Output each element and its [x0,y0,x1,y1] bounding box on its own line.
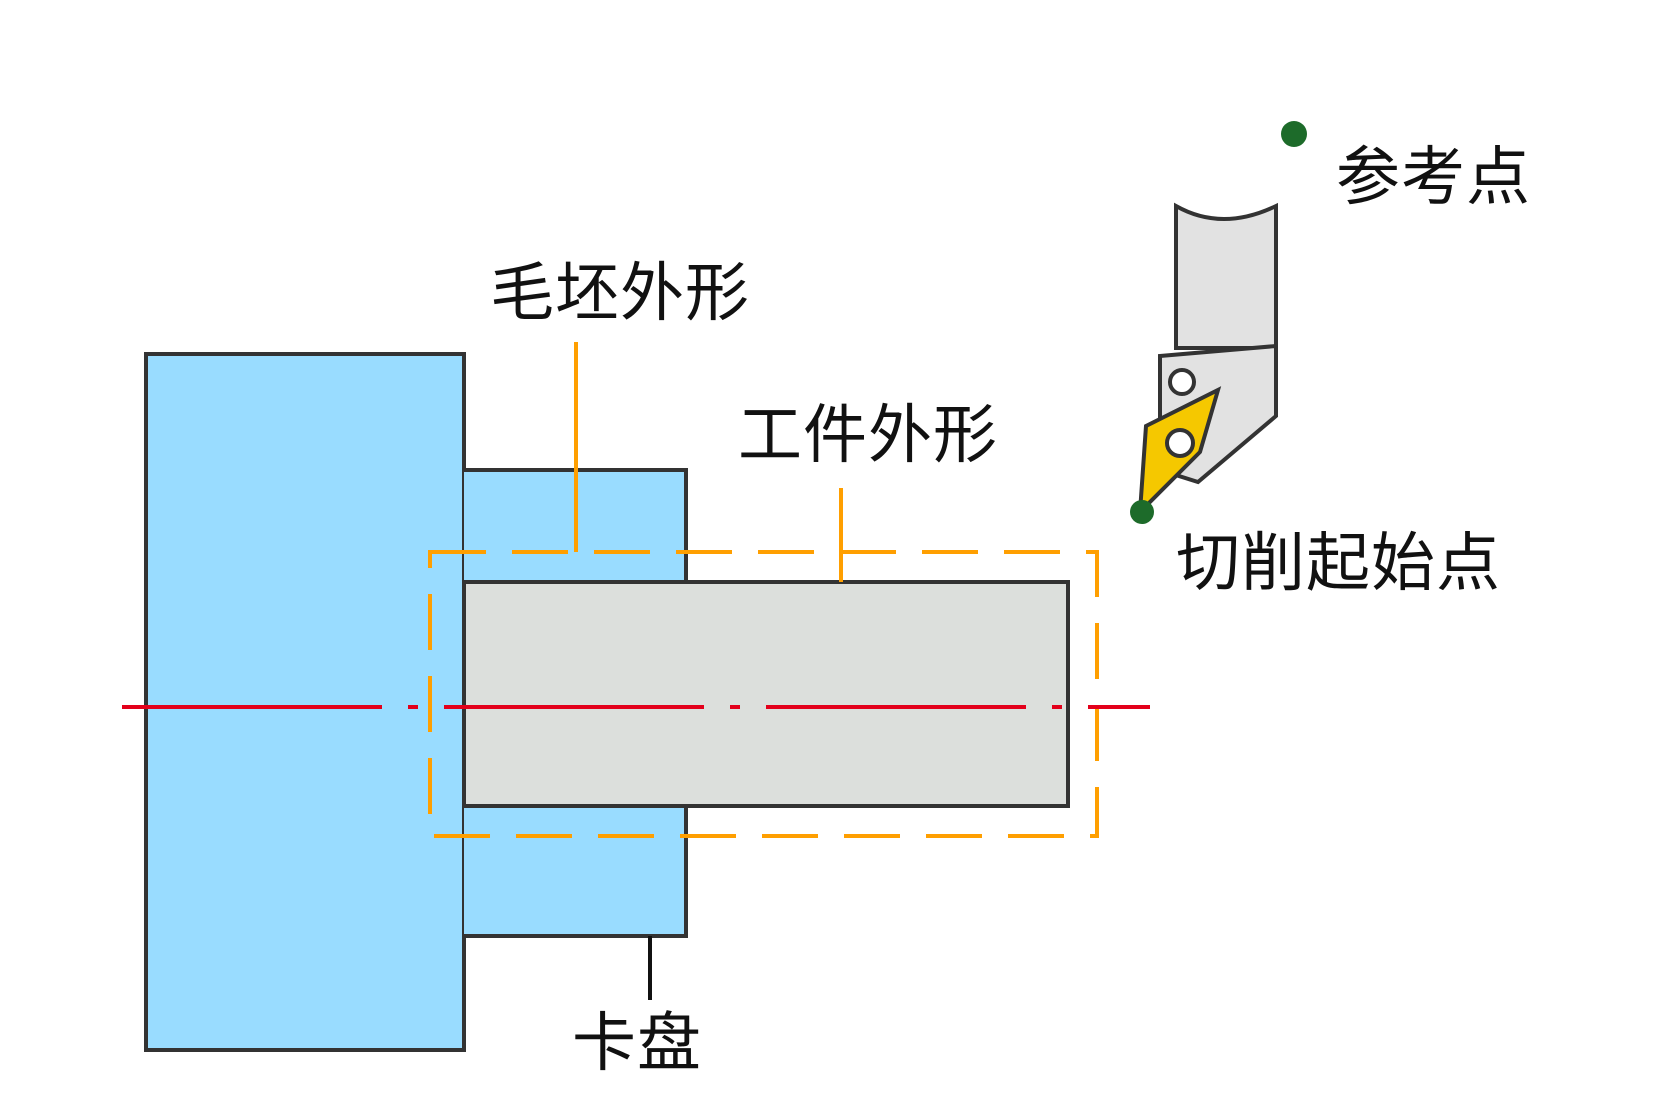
blank-profile-label: 毛坯外形 [490,257,750,331]
chuck-body [146,354,464,1050]
blank-profile-outline [428,550,1099,838]
workpiece-bar [462,580,1070,808]
reference-point-label: 参考点 [1336,141,1531,215]
cutting-start-point-label: 切削起始点 [1176,527,1501,601]
chuck-body-outline [144,352,466,1052]
tool-holder-shank [1174,202,1278,350]
workpiece-profile-label: 工件外形 [738,399,998,473]
clamp-screw-icon [1168,368,1196,396]
cutting-start-point-marker [1130,500,1154,524]
chuck-label: 卡盘 [572,1007,702,1081]
insert-hole-icon [1165,428,1195,458]
reference-point-marker [1281,121,1307,147]
